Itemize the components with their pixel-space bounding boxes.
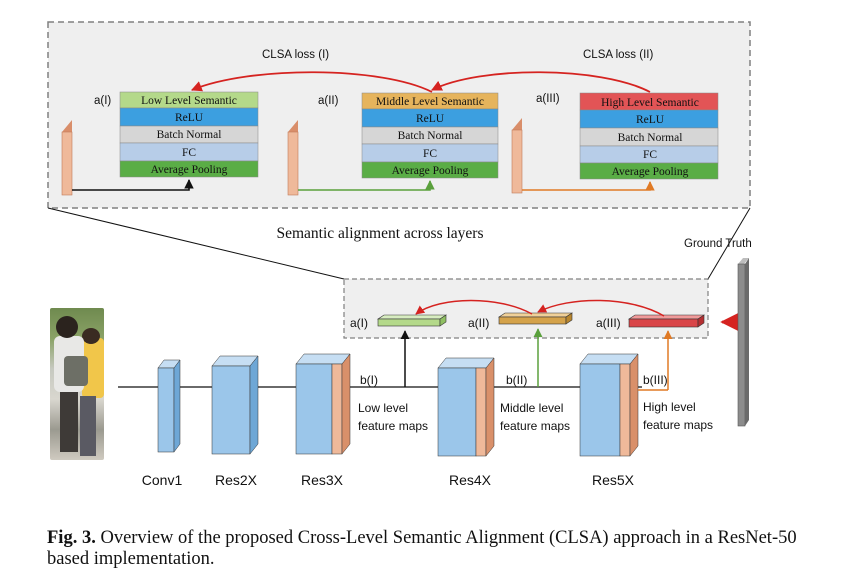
mini-a-i-label: a(I) [350, 316, 368, 330]
zoom-line-left [47, 207, 345, 280]
branch-ii-line1: Middle level [500, 401, 563, 415]
mini-bar-high [628, 318, 699, 328]
block-iii-text-fc: FC [643, 149, 657, 161]
branch-iii-b-label: b(III) [643, 373, 668, 387]
zoom-line-right [707, 207, 751, 280]
conv1-label: Conv1 [142, 472, 183, 488]
block-iii-a-label: a(III) [536, 93, 560, 105]
clsa-loss-i-label: CLSA loss (I) [262, 49, 329, 61]
clsa-loss-ii-arrow [431, 71, 651, 93]
mini-a-ii-label: a(II) [468, 316, 489, 330]
mini-panel [343, 278, 709, 339]
block-iii-text-pool: Average Pooling [612, 166, 689, 178]
block-i-text-fc: FC [182, 147, 196, 159]
branch-iii-line1: High level [643, 400, 696, 414]
res3x-block [295, 363, 333, 455]
figure-caption: Fig. 3. Overview of the proposed Cross-L… [47, 528, 807, 570]
res5x-label: Res5X [592, 472, 635, 488]
semantic-alignment-heading: Semantic alignment across layers [276, 225, 483, 242]
block-ii-input-arrow [298, 180, 435, 191]
block-iii-text-relu: ReLU [636, 114, 665, 126]
block-ii-text-semantic: Middle Level Semantic [376, 96, 484, 108]
res4x-label: Res4X [449, 472, 492, 488]
block-ii-a-label: a(II) [318, 95, 339, 107]
branch-i-line1: Low level [358, 401, 408, 415]
block-ii-text-relu: ReLU [416, 113, 445, 125]
input-person-image [50, 308, 104, 460]
res5x-block [579, 363, 621, 457]
block-i-text-semantic: Low Level Semantic [141, 95, 237, 107]
clsa-loss-i-arrow [191, 71, 433, 93]
block-iii-feature-slab [511, 129, 523, 194]
conv1-block [157, 367, 175, 453]
block-i-text-pool: Average Pooling [151, 164, 228, 176]
caption-text: Overview of the proposed Cross-Level Sem… [47, 528, 797, 569]
branch-i-b-label: b(I) [360, 373, 378, 387]
mini-a-iii-label: a(III) [596, 316, 621, 330]
ground-truth-bar [737, 263, 746, 427]
branch-ii-b-label: b(II) [506, 373, 527, 387]
mini-bar-middle [498, 316, 567, 325]
block-ii-row-pool [361, 161, 499, 179]
ground-truth-label: Ground Truth [684, 238, 752, 250]
branch-i-line2: feature maps [358, 419, 428, 433]
block-ii-text-pool: Average Pooling [392, 165, 469, 177]
block-iii-text-semantic: High Level Semantic [601, 97, 699, 109]
block-iii-input-arrow [522, 181, 655, 191]
res2x-block [211, 365, 251, 455]
clsa-loss-ii-label: CLSA loss (II) [583, 49, 653, 61]
block-iii-text-bn: Batch Normal [618, 132, 683, 144]
block-ii-text-fc: FC [423, 148, 437, 160]
block-ii-text-bn: Batch Normal [398, 130, 463, 142]
res3x-label: Res3X [301, 472, 344, 488]
block-i-input-arrow [72, 179, 194, 191]
caption-prefix: Fig. 3. [47, 528, 96, 548]
block-i-text-relu: ReLU [175, 112, 204, 124]
mini-bar-low [377, 318, 441, 327]
block-i-row-pool [119, 160, 259, 178]
mini-arrow-ii-to-i [415, 299, 533, 315]
branch-iii-line2: feature maps [643, 418, 713, 432]
block-i-a-label: a(I) [94, 95, 111, 107]
mini-arrow-iii-to-ii [537, 299, 665, 317]
block-i-text-bn: Batch Normal [157, 129, 222, 141]
res2x-label: Res2X [215, 472, 258, 488]
branch-ii-line2: feature maps [500, 419, 570, 433]
block-ii-feature-slab [287, 131, 299, 196]
res4x-block [437, 367, 477, 457]
block-iii-row-pool [579, 162, 719, 180]
